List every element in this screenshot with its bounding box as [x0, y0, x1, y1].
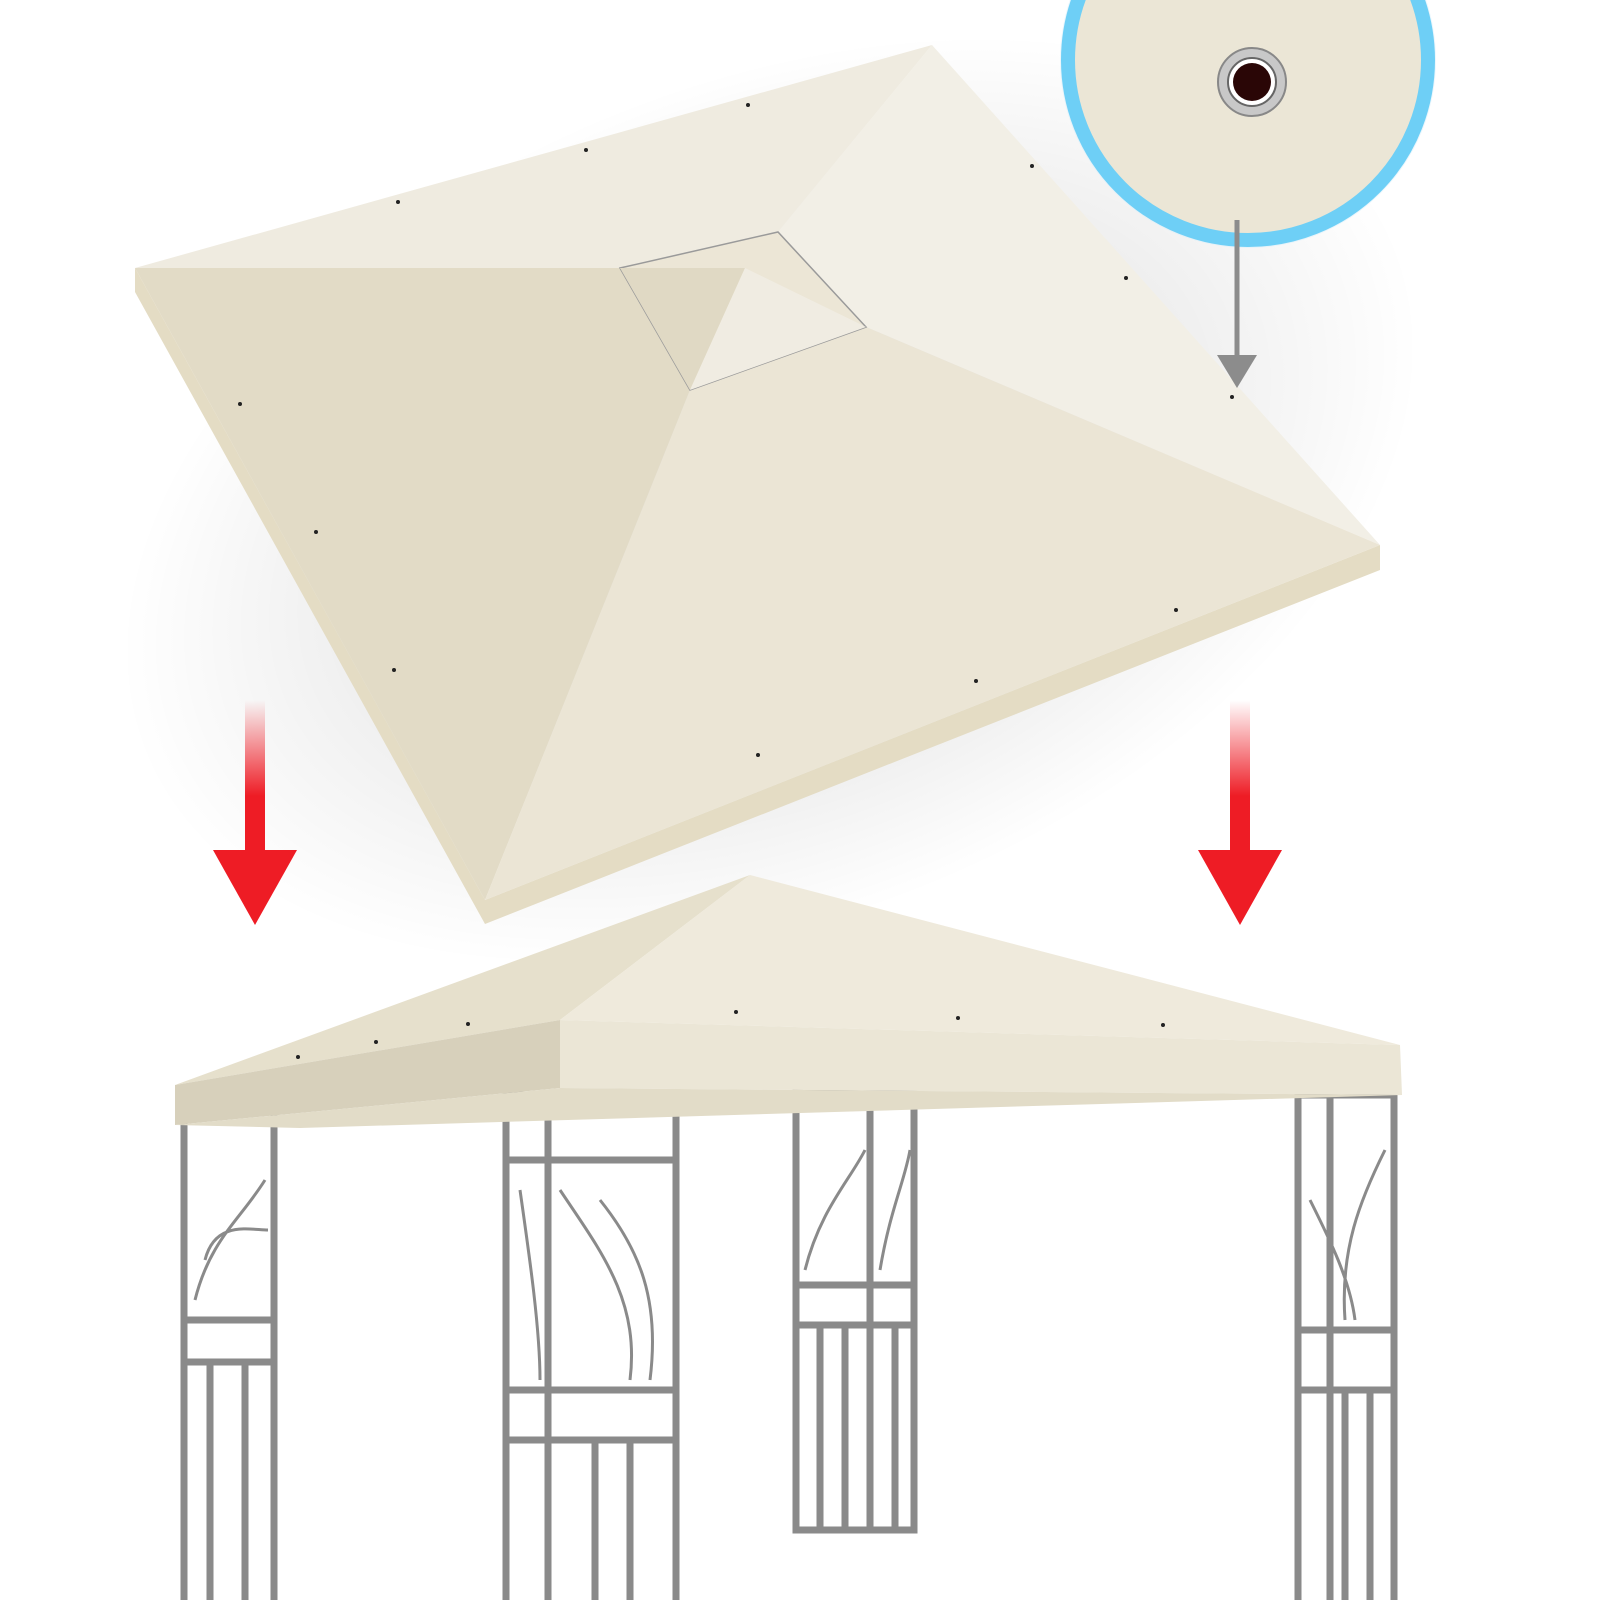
canopy-face-bottom: [485, 327, 1380, 900]
canopy-top-view: [120, 34, 1420, 966]
canopy-grommet-holes: [238, 103, 1234, 757]
roof-right-face: [560, 875, 1400, 1045]
arrow-down-icon: [1217, 220, 1257, 388]
roof-valance-left: [175, 1020, 560, 1125]
roof-left-face: [175, 875, 750, 1085]
grommet-detail-callout: [1060, 0, 1436, 388]
canopy-face-top: [135, 45, 932, 268]
roof-grommet-holes: [296, 1010, 1165, 1059]
arrow-down-icon: [213, 700, 297, 925]
grommet-detail-icon: [1217, 47, 1287, 117]
canopy-edge: [135, 268, 1380, 924]
canopy-face-left: [135, 268, 690, 900]
gazebo-frame: [180, 1086, 1398, 1600]
arrow-down-icon: [1198, 700, 1282, 925]
canopy-face-right: [778, 45, 1380, 545]
roof-valance-front: [560, 1020, 1402, 1095]
gazebo-roof: [175, 875, 1402, 1128]
